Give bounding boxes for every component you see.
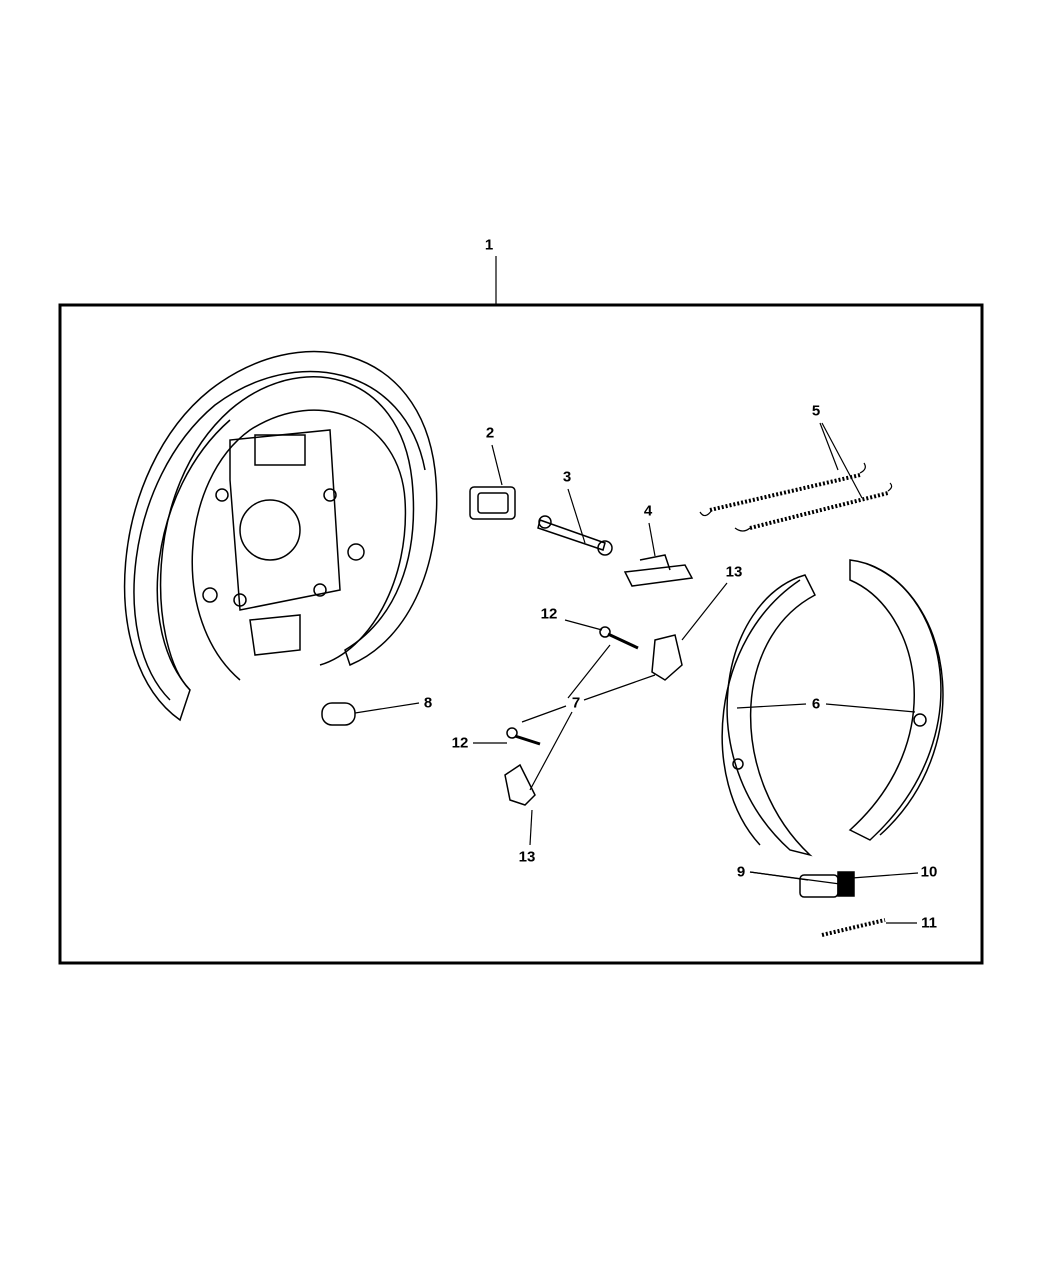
part-6-brake-shoes: [721, 559, 944, 857]
backing-plate: [123, 350, 438, 722]
callout-8: 8: [423, 694, 433, 712]
callout-7: 7: [571, 694, 581, 712]
part-11-spring: [821, 918, 886, 937]
part-5-springs: [709, 473, 889, 530]
callout-4: 4: [643, 502, 653, 520]
callout-1: 1: [484, 236, 494, 254]
callout-5: 5: [811, 402, 821, 420]
callout-12-upper: 12: [540, 605, 558, 623]
callout-13-upper: 13: [725, 563, 743, 581]
callout-12-lower: 12: [451, 734, 469, 752]
callout-6: 6: [811, 695, 821, 713]
assembly-frame: [58, 303, 984, 965]
part-8-plug: [321, 702, 356, 726]
callout-10: 10: [920, 863, 938, 881]
callout-11: 11: [921, 914, 937, 932]
part-13-retainers: [504, 634, 683, 806]
part-4-lever: [623, 554, 694, 587]
part-2-grommet: [469, 486, 516, 520]
callout-2: 2: [485, 424, 495, 442]
leader-lines: [354, 256, 919, 924]
callout-9: 9: [736, 863, 746, 881]
part-3-strut: [537, 515, 613, 556]
part-12-pins: [506, 626, 639, 746]
part-9-10-adjuster: [799, 871, 855, 898]
callout-13-lower: 13: [518, 848, 536, 866]
callout-3: 3: [562, 468, 572, 486]
